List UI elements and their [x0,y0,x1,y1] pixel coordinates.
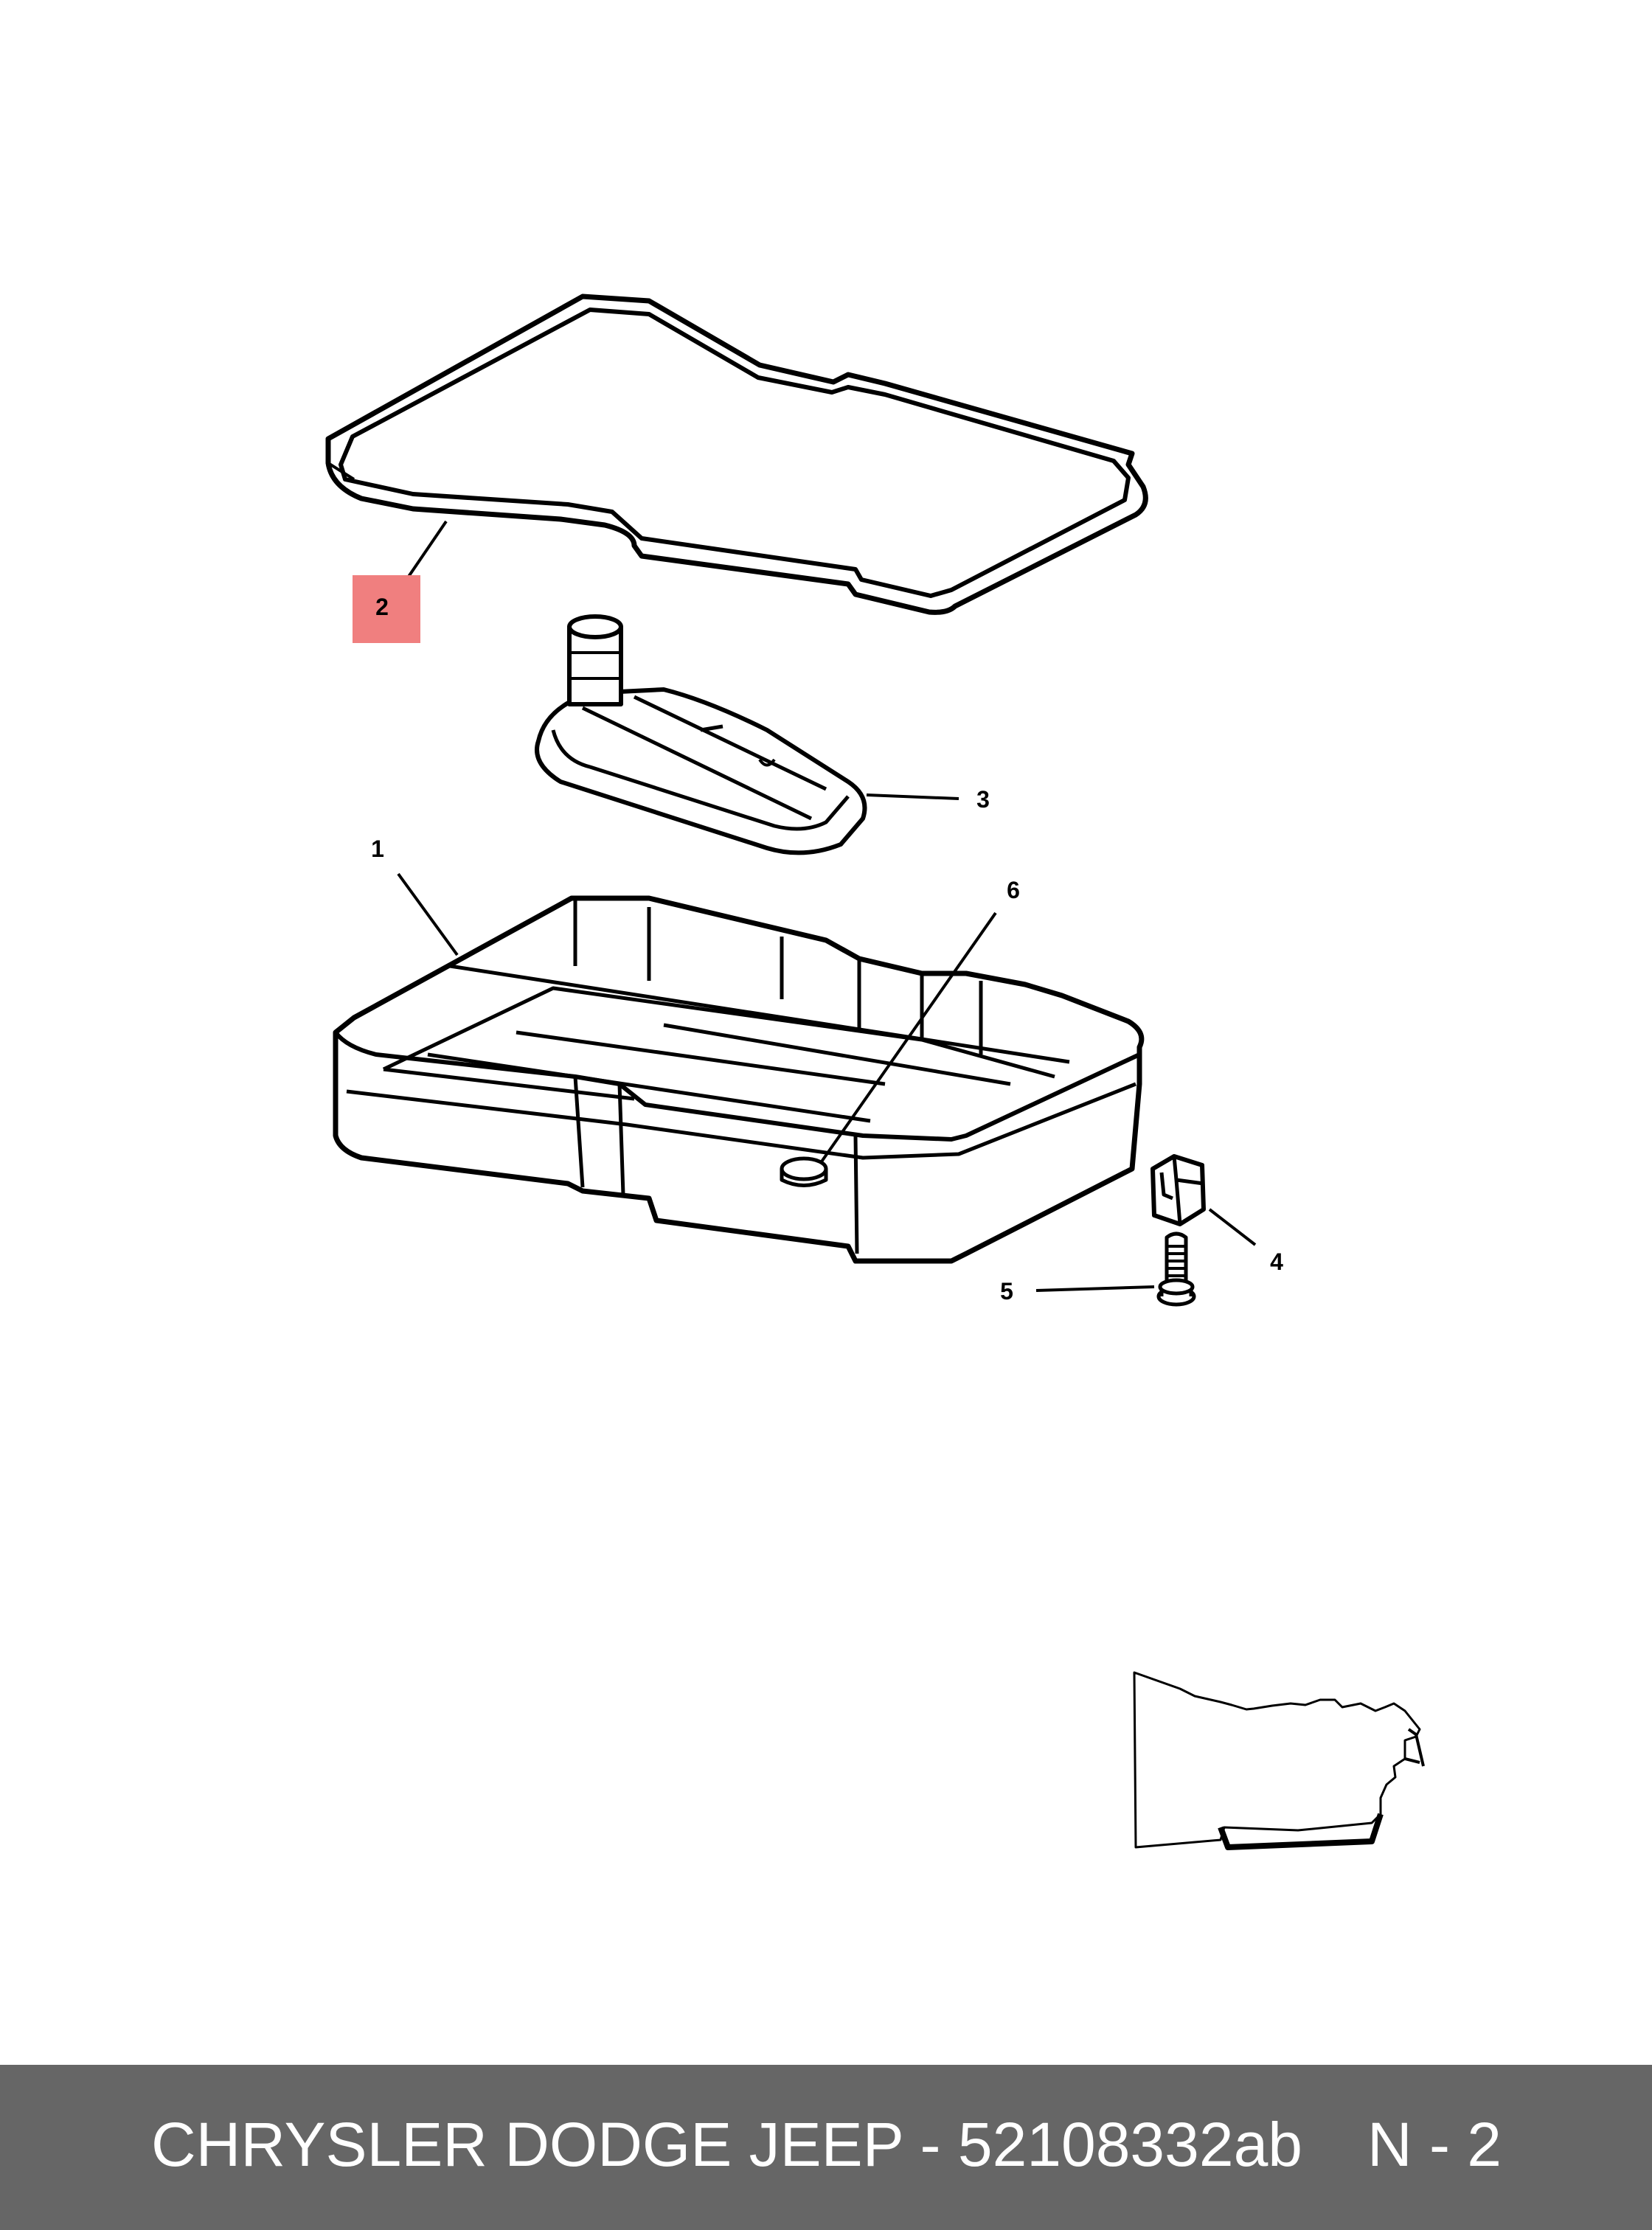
callout-3[interactable]: 3 [976,786,990,813]
oil-filter [535,614,867,855]
leader-line-4 [1208,1208,1257,1246]
leader-line-3 [866,793,959,800]
highlight-box-2 [353,575,420,643]
leader-line-1 [397,872,459,956]
retainer-clip [1150,1154,1206,1226]
callout-1[interactable]: 1 [371,836,384,862]
footer-page-code: N - 2 [1367,2110,1502,2179]
callout-2[interactable]: 2 [375,594,389,620]
parts-diagram: 2 3 1 6 4 5 [325,293,1425,1850]
footer-title: CHRYSLER DODGE JEEP - 52108332ab [151,2110,1303,2179]
leader-line-5 [1035,1285,1155,1292]
callout-5[interactable]: 5 [1000,1278,1013,1305]
footer-bar [0,2065,1652,2230]
transmission-locator-icon [1133,1671,1425,1850]
oil-pan [333,895,1145,1264]
pan-gasket [325,293,1148,615]
leader-line-6 [819,911,997,1165]
callout-6[interactable]: 6 [1007,877,1020,903]
callout-4[interactable]: 4 [1270,1248,1283,1275]
bolt [1156,1232,1196,1307]
